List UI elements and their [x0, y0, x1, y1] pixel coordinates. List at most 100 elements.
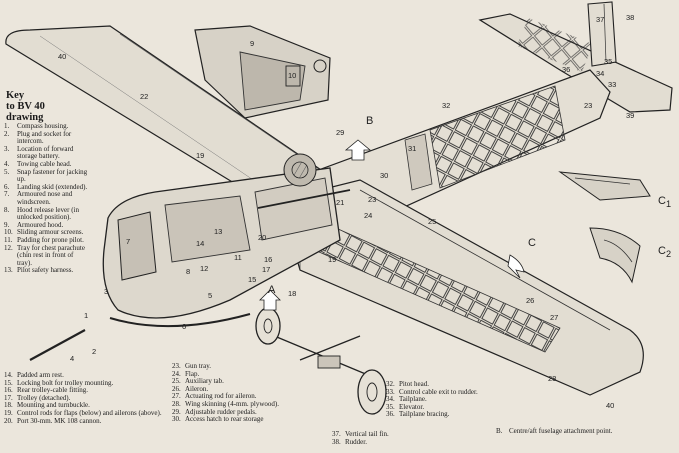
callout-label: 38: [626, 13, 635, 22]
legend-item-text: Control rods for flaps (below) and ailer…: [17, 408, 162, 417]
callout-label: 7: [126, 237, 131, 246]
legend-item-number: 32.: [386, 380, 395, 388]
legend-item-number: 17.: [4, 393, 13, 402]
legend-item: 9. Armoured hood.: [4, 220, 90, 230]
legend-item: B. Centre/aft fuselage attachment point.: [496, 427, 676, 436]
legend-item-text: Centre/aft fuselage attachment point.: [509, 427, 613, 435]
legend-item: 7.Armoured nose and windscreen.: [4, 190, 90, 206]
legend-item-text: Landing skid (extended).: [17, 182, 88, 191]
callout-label: 28: [548, 374, 557, 383]
detail-view-c2: [589, 227, 641, 284]
callout-label: 15: [248, 275, 257, 284]
port-wing: [5, 25, 332, 206]
callout-label: 27: [550, 313, 559, 322]
legend-item-number: B.: [496, 427, 503, 435]
callout-label: 37: [596, 15, 605, 24]
legend-item: 17. Trolley (detached).: [4, 393, 164, 403]
callout-label: 3: [104, 287, 109, 296]
callout-label: 32: [442, 101, 451, 110]
callout-label: 26: [526, 296, 535, 305]
legend-item: 13.Pilot safety harness.: [4, 267, 90, 275]
callout-label: 24: [364, 211, 373, 220]
legend-bottom-5: B. Centre/aft fuselage attachment point.: [496, 427, 676, 436]
legend-item-number: 14.: [4, 371, 13, 379]
legend-item-number: 38.: [332, 437, 341, 446]
legend-item: 10.Sliding armour screens.: [4, 229, 90, 237]
legend-item: 38. Rudder.: [332, 437, 436, 447]
key-heading-line: to BV 40: [6, 101, 45, 112]
legend-item-text: Pitot head.: [399, 380, 429, 388]
view-letter-b: B: [366, 115, 374, 127]
callout-label: 40: [606, 401, 615, 410]
callout-label: 23: [584, 101, 593, 110]
legend-item: 1.Compass housing.: [4, 122, 90, 131]
callout-label: 30: [380, 171, 389, 180]
legend-item-number: 1.: [4, 122, 10, 130]
legend-item-text: Padding for prone pilot.: [17, 235, 84, 244]
legend-item: 23. Gun tray.: [172, 362, 322, 371]
callout-label: 8: [186, 267, 191, 276]
legend-item-number: 4.: [4, 159, 10, 168]
legend-item-text: Snap fastener for jacking up.: [17, 167, 88, 184]
legend-bottom-1: 14.Padded arm rest.15.Locking bolt for t…: [4, 371, 164, 425]
callout-label: 39: [626, 111, 635, 120]
legend-item-text: Armoured hood.: [17, 220, 64, 229]
legend-item-text: Rear trolley-cable fitting.: [17, 386, 88, 395]
callout-label: 25: [428, 217, 437, 226]
view-letter-c1: C1: [658, 196, 671, 210]
legend-item: 4.Towing cable head.: [4, 159, 90, 169]
legend-item-number: 13.: [4, 266, 13, 275]
legend-item-text: Auxiliary tab.: [185, 377, 224, 386]
view-letter-c: C: [528, 237, 536, 249]
legend-item: 25.Auxiliary tab.: [172, 378, 322, 386]
legend-bottom-4: 37.Vertical tail fin.38. Rudder.: [332, 430, 436, 447]
legend-item-number: 26.: [172, 384, 181, 393]
view-subscript: 2: [665, 249, 672, 260]
arrow-c: [507, 254, 525, 279]
legend-item: 37.Vertical tail fin.: [332, 430, 436, 439]
callout-label: 20: [258, 233, 267, 242]
legend-item-number: 16.: [4, 386, 13, 395]
legend-item-text: Tray for chest parachute (chin rest in f…: [17, 243, 85, 267]
towing-cable-head: [29, 329, 86, 361]
callout-label: 1: [84, 311, 89, 320]
legend-item-text: Rudder.: [345, 437, 367, 446]
key-heading-line: drawing: [6, 112, 44, 123]
legend-item-number: 24.: [172, 369, 181, 378]
callout-label: 21: [336, 198, 345, 207]
legend-item-text: Wing skinning (4-mm. plywood).: [185, 399, 280, 408]
key-heading-line: Key: [6, 90, 25, 101]
trolley: [255, 307, 387, 415]
legend-item: 6.Landing skid (extended).: [4, 182, 90, 192]
legend-item-text: Gun tray.: [185, 362, 211, 370]
legend-item-number: 9.: [4, 220, 10, 229]
callout-label: 34: [596, 69, 605, 78]
callout-label: 4: [70, 354, 75, 363]
legend-item: 30. Access hatch to rear storage: [172, 416, 322, 424]
legend-item-number: 18.: [4, 401, 13, 410]
callout-label: 29: [336, 128, 345, 137]
view-subscript: 1: [665, 199, 672, 210]
legend-item-number: 30.: [172, 415, 181, 424]
legend-item-number: 11.: [4, 235, 13, 244]
callout-label: 17: [262, 265, 271, 274]
legend-item-text: Hood release lever (in unlocked position…: [17, 205, 79, 222]
legend-item-text: Mounting and turnbuckle.: [17, 401, 90, 410]
detail-view-c1: [558, 171, 651, 201]
callout-label: 31: [408, 144, 417, 153]
legend-item-number: 35.: [386, 402, 395, 411]
legend-item-number: 23.: [172, 362, 181, 370]
legend-item-text: Plug and socket for intercom.: [17, 129, 72, 146]
legend-item-text: Elevator.: [399, 402, 425, 411]
legend-item-number: 15.: [4, 378, 13, 387]
key-heading: Key to BV 40 drawing: [6, 90, 84, 123]
legend-item-number: 33.: [386, 387, 395, 396]
legend-item: 26.Aileron.: [172, 384, 322, 394]
legend-item-number: 3.: [4, 144, 10, 153]
legend-item: 16. Rear trolley-cable fitting.: [4, 387, 164, 395]
arrow-b: [344, 139, 372, 161]
legend-item-text: Trolley (detached).: [17, 393, 71, 402]
legend-item-text: Armoured nose and windscreen.: [17, 190, 73, 206]
legend-item-text: Access hatch to rear storage: [185, 415, 264, 424]
legend-item: 19.Control rods for flaps (below) and ai…: [4, 408, 164, 418]
